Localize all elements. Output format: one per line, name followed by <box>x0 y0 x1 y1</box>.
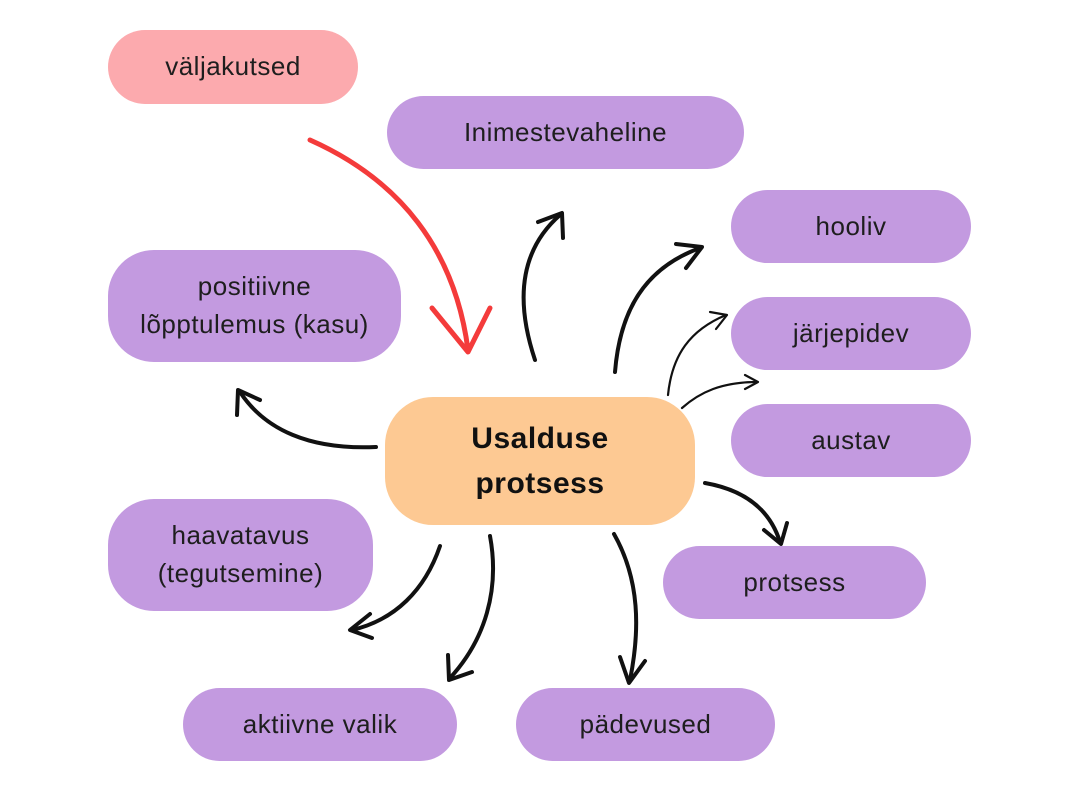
center-title-line1: Usalduse <box>471 422 609 455</box>
node-aktiivne-valik: aktiivne valik <box>183 688 457 761</box>
center-node: Usalduse protsess <box>385 397 695 525</box>
node-padevused: pädevused <box>516 688 775 761</box>
node-hooliv-label: hooliv <box>815 210 887 241</box>
node-positiivne-line1: positiivne <box>197 271 312 302</box>
arrow-to-positiivne <box>235 388 378 450</box>
arrow-to-inimestevaheline <box>521 211 565 362</box>
node-austav-label: austav <box>811 424 891 455</box>
node-protsess: protsess <box>663 546 926 619</box>
node-padevused-label: pädevused <box>579 708 712 739</box>
arrow-to-haavatavus <box>348 544 442 640</box>
arrow-to-aktiivne-valik <box>446 534 495 682</box>
arrow-to-hooliv <box>613 242 704 374</box>
arrow-to-padevused <box>612 532 647 685</box>
node-inimestevaheline: Inimestevaheline <box>387 96 744 169</box>
node-haavatavus-line1: haavatavus <box>171 520 310 551</box>
challenges-node: väljakutsed <box>108 30 358 104</box>
node-hooliv: hooliv <box>731 190 971 263</box>
node-jarjepidev-label: järjepidev <box>792 317 910 348</box>
challenge-arrow <box>307 137 493 355</box>
node-austav: austav <box>731 404 971 477</box>
node-haavatavus: haavatavus (tegutsemine) <box>108 499 373 611</box>
arrow-to-austav <box>680 373 760 410</box>
node-positiivne: positiivne lõpptulemus (kasu) <box>108 250 401 362</box>
node-positiivne-line2: lõpptulemus (kasu) <box>140 309 369 339</box>
node-haavatavus-line2: (tegutsemine) <box>157 558 324 588</box>
challenges-label: väljakutsed <box>165 51 301 82</box>
arrow-to-protsess <box>703 481 789 546</box>
node-aktiivne-valik-label: aktiivne valik <box>242 708 398 739</box>
node-protsess-label: protsess <box>743 566 846 597</box>
node-inimestevaheline-label: Inimestevaheline <box>463 116 668 147</box>
center-title-line2: protsess <box>475 467 605 500</box>
node-jarjepidev: järjepidev <box>731 297 971 370</box>
arrow-to-jarjepidev <box>666 310 729 397</box>
